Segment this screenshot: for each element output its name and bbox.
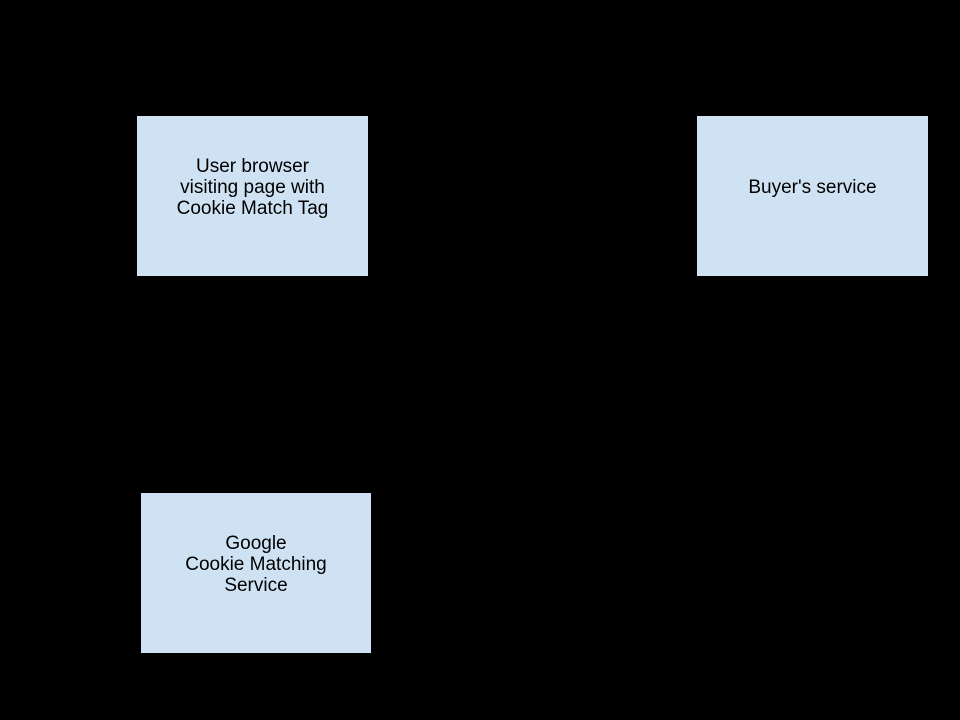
node-google-cookie-matching-service-label: Google Cookie Matching Service: [185, 532, 327, 596]
node-buyers-service: Buyer's service: [696, 115, 929, 277]
node-user-browser-label: User browser visiting page with Cookie M…: [176, 155, 329, 219]
node-buyers-service-label: Buyer's service: [748, 176, 877, 198]
node-user-browser: User browser visiting page with Cookie M…: [136, 115, 369, 277]
node-google-cookie-matching-service: Google Cookie Matching Service: [140, 492, 372, 654]
